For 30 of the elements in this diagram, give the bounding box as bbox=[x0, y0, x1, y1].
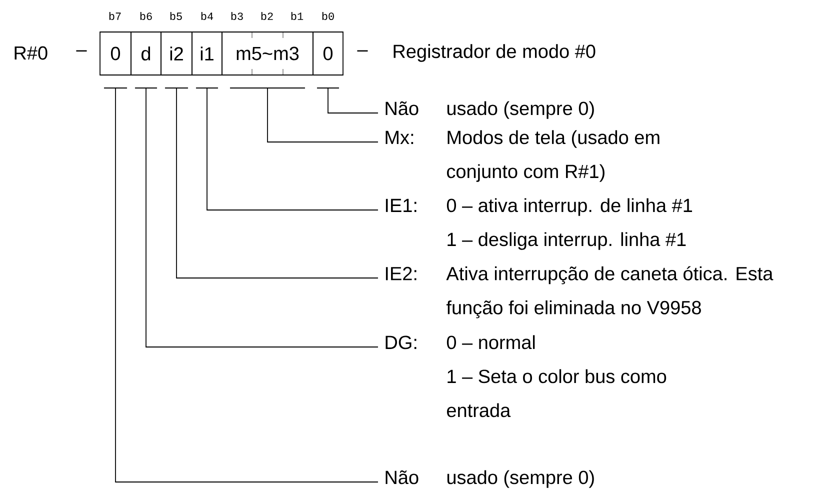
description-text: Não usado (sempre 0) bbox=[386, 470, 594, 488]
register-cell: i1 bbox=[192, 32, 222, 76]
leader-line bbox=[206, 88, 378, 210]
description-text: IE2: Ativa interrupção de caneta ótica. Esta função foi eliminada no V9958 bbox=[386, 266, 774, 318]
leader-line bbox=[146, 88, 378, 348]
description-text: IE1: 0 – ativa interrup. de linha #1 1 – desliga interrup. linha #1 bbox=[386, 198, 692, 250]
leader-line bbox=[115, 88, 378, 482]
leader-line bbox=[267, 88, 378, 142]
register-cell: 0 bbox=[312, 32, 344, 76]
bit-label: b4 bbox=[201, 12, 214, 20]
description-text: Não usado (sempre 0) bbox=[386, 101, 594, 119]
bit-label: b2 bbox=[261, 12, 273, 20]
bit-label: b7 bbox=[109, 12, 121, 20]
bit-label: b3 bbox=[231, 12, 243, 20]
bit-label: b0 bbox=[322, 12, 334, 20]
register-label: – bbox=[76, 50, 87, 52]
bit-label: b1 bbox=[291, 12, 304, 20]
register-cell: d bbox=[130, 32, 162, 76]
register-cell: i2 bbox=[160, 32, 192, 76]
register-cell: 0 bbox=[100, 32, 132, 76]
leader-line bbox=[328, 88, 378, 114]
register-cell: m5~m3 bbox=[222, 32, 314, 76]
leader-line bbox=[176, 88, 378, 278]
register-label: – bbox=[357, 50, 368, 52]
register-label: Registrador de modo #0 bbox=[394, 44, 596, 62]
bit-label: b6 bbox=[140, 12, 152, 20]
description-text: Mx: Modos de tela (usado em conjunto com R#1) bbox=[386, 130, 660, 182]
bit-label: b5 bbox=[170, 12, 182, 20]
register-label: R#0 bbox=[14, 46, 48, 60]
description-text: DG: 0 – normal 1 – Seta o color bus como entrada bbox=[386, 335, 666, 418]
